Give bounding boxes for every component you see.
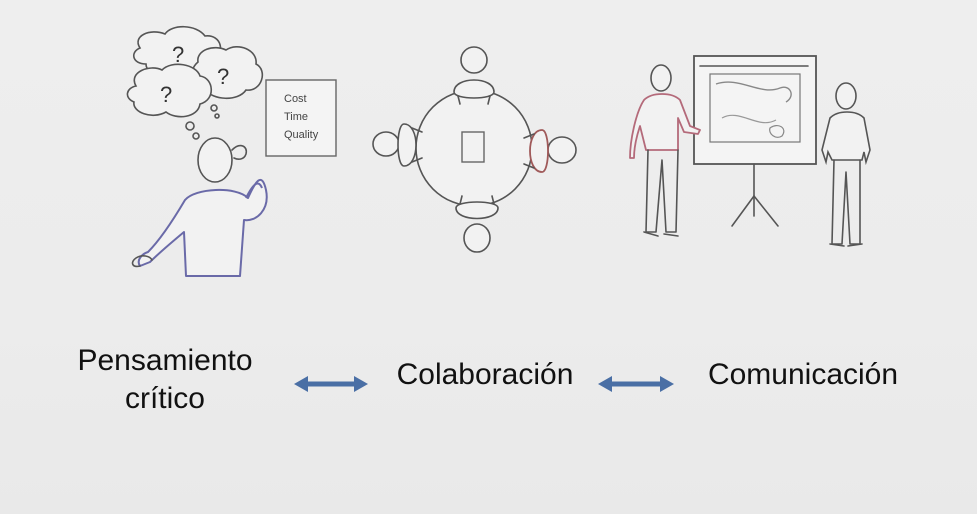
label-communication: Comunicación (707, 358, 899, 391)
thinking-person-illustration: ? ? ? (126, 25, 337, 277)
presenter (629, 64, 701, 237)
flip-chart (693, 55, 817, 227)
document-on-table (461, 131, 485, 163)
presentation-illustration (629, 55, 871, 247)
listener (821, 82, 871, 247)
label-critical-thinking-line1: Pensamiento (77, 344, 253, 377)
note-line-cost: Cost (284, 93, 307, 105)
person-left (372, 123, 423, 167)
label-collaboration: Colaboración (396, 358, 574, 391)
arrow-collaboration-communication (598, 376, 674, 392)
thought-cloud-3: ? (126, 63, 213, 118)
round-table-illustration (372, 46, 577, 253)
question-mark-2: ? (217, 64, 229, 89)
person-right (523, 129, 577, 173)
cost-time-quality-note: Cost Time Quality (265, 79, 337, 157)
label-critical-thinking-line2: crítico (124, 382, 205, 415)
question-mark-3: ? (160, 82, 172, 107)
note-line-time: Time (284, 111, 308, 123)
arrow-thinking-collaboration (294, 376, 368, 392)
label-critical-thinking: Pensamiento crítico (50, 342, 280, 418)
person-bottom (455, 195, 499, 253)
question-mark-1: ? (172, 42, 184, 67)
person-top (453, 46, 495, 105)
note-line-quality: Quality (284, 129, 319, 141)
